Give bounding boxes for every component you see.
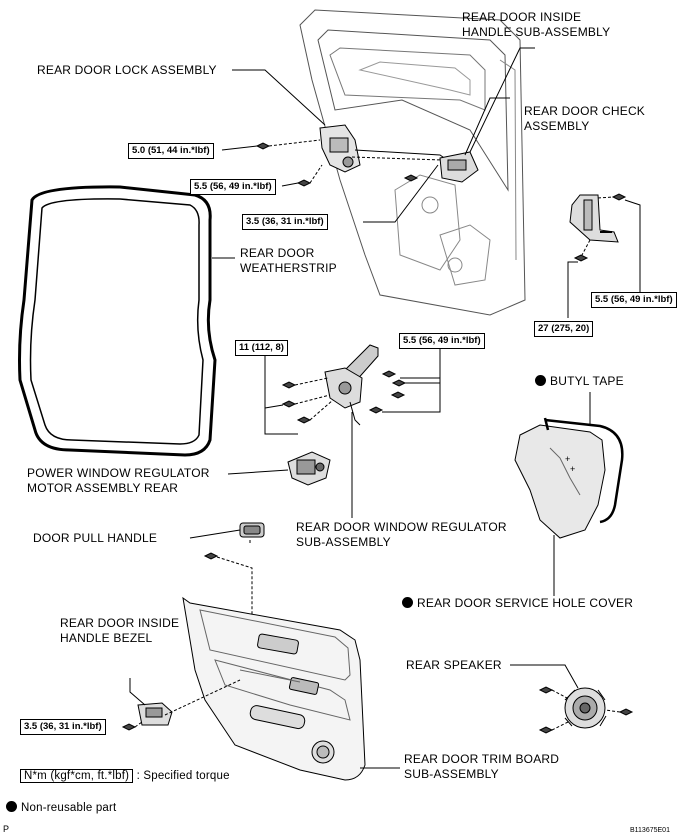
service-hole-cover-text: REAR DOOR SERVICE HOLE COVER xyxy=(417,596,634,610)
inside-handle-drawing xyxy=(439,151,479,183)
legend-torque: N*m (kgf*cm, ft.*lbf) : Specified torque xyxy=(20,769,230,784)
motor-drawing xyxy=(287,451,331,486)
torque-regulator-right: 5.5 (56, 49 in.*lbf) xyxy=(399,333,485,349)
label-weatherstrip: REAR DOOR WEATHERSTRIP xyxy=(240,246,337,275)
nonreusable-dot-icon xyxy=(535,375,546,386)
nonreusable-dot-icon xyxy=(402,597,413,608)
figure-id: B113675E01 xyxy=(630,827,670,834)
weatherstrip-drawing xyxy=(18,185,217,457)
torque-regulator-left: 11 (112, 8) xyxy=(235,340,288,356)
svg-text:+: + xyxy=(565,454,570,464)
legend-torque-unit: N*m (kgf*cm, ft.*lbf) xyxy=(20,769,134,783)
torque-check-bottom: 27 (275, 20) xyxy=(534,321,594,337)
label-inside-handle: REAR DOOR INSIDE HANDLE SUB-ASSEMBLY xyxy=(462,10,611,39)
speaker-drawing xyxy=(564,687,607,729)
check-assembly-drawing xyxy=(569,194,619,243)
label-lock-assembly: REAR DOOR LOCK ASSEMBLY xyxy=(37,63,217,77)
nonreusable-dot-icon xyxy=(6,801,17,812)
bezel-drawing xyxy=(137,702,173,726)
torque-lock-top: 5.0 (51, 44 in.*lbf) xyxy=(128,143,214,159)
torque-check-right: 5.5 (56, 49 in.*lbf) xyxy=(591,292,677,308)
label-service-hole-cover: REAR DOOR SERVICE HOLE COVER xyxy=(402,596,633,611)
corner-code: P xyxy=(3,824,10,834)
butyl-tape-text: BUTYL TAPE xyxy=(550,374,624,388)
label-butyl-tape: BUTYL TAPE xyxy=(535,374,624,389)
label-motor: POWER WINDOW REGULATOR MOTOR ASSEMBLY RE… xyxy=(27,466,210,495)
label-check-assembly: REAR DOOR CHECK ASSEMBLY xyxy=(524,104,646,133)
torque-lock-mid: 5.5 (56, 49 in.*lbf) xyxy=(190,179,276,195)
svg-text:+: + xyxy=(570,464,575,474)
window-regulator-drawing xyxy=(324,344,379,426)
label-trim-board: REAR DOOR TRIM BOARD SUB-ASSEMBLY xyxy=(404,752,560,781)
label-handle-bezel: REAR DOOR INSIDE HANDLE BEZEL xyxy=(60,616,180,645)
legend-nonreusable: Non-reusable part xyxy=(6,801,116,816)
trim-board-drawing xyxy=(182,596,366,781)
pull-handle-drawing xyxy=(239,522,265,538)
label-pull-handle: DOOR PULL HANDLE xyxy=(33,531,158,545)
label-rear-speaker: REAR SPEAKER xyxy=(406,658,502,672)
torque-bezel: 3.5 (36, 31 in.*lbf) xyxy=(20,719,106,735)
service-hole-cover-drawing: + + xyxy=(514,417,624,539)
torque-handle: 3.5 (36, 31 in.*lbf) xyxy=(242,214,328,230)
label-window-regulator: REAR DOOR WINDOW REGULATOR SUB-ASSEMBLY xyxy=(296,520,507,549)
legend-torque-desc: : Specified torque xyxy=(136,770,230,782)
legend-nonreusable-text: Non-reusable part xyxy=(21,802,117,814)
lock-assembly-drawing xyxy=(319,124,451,173)
